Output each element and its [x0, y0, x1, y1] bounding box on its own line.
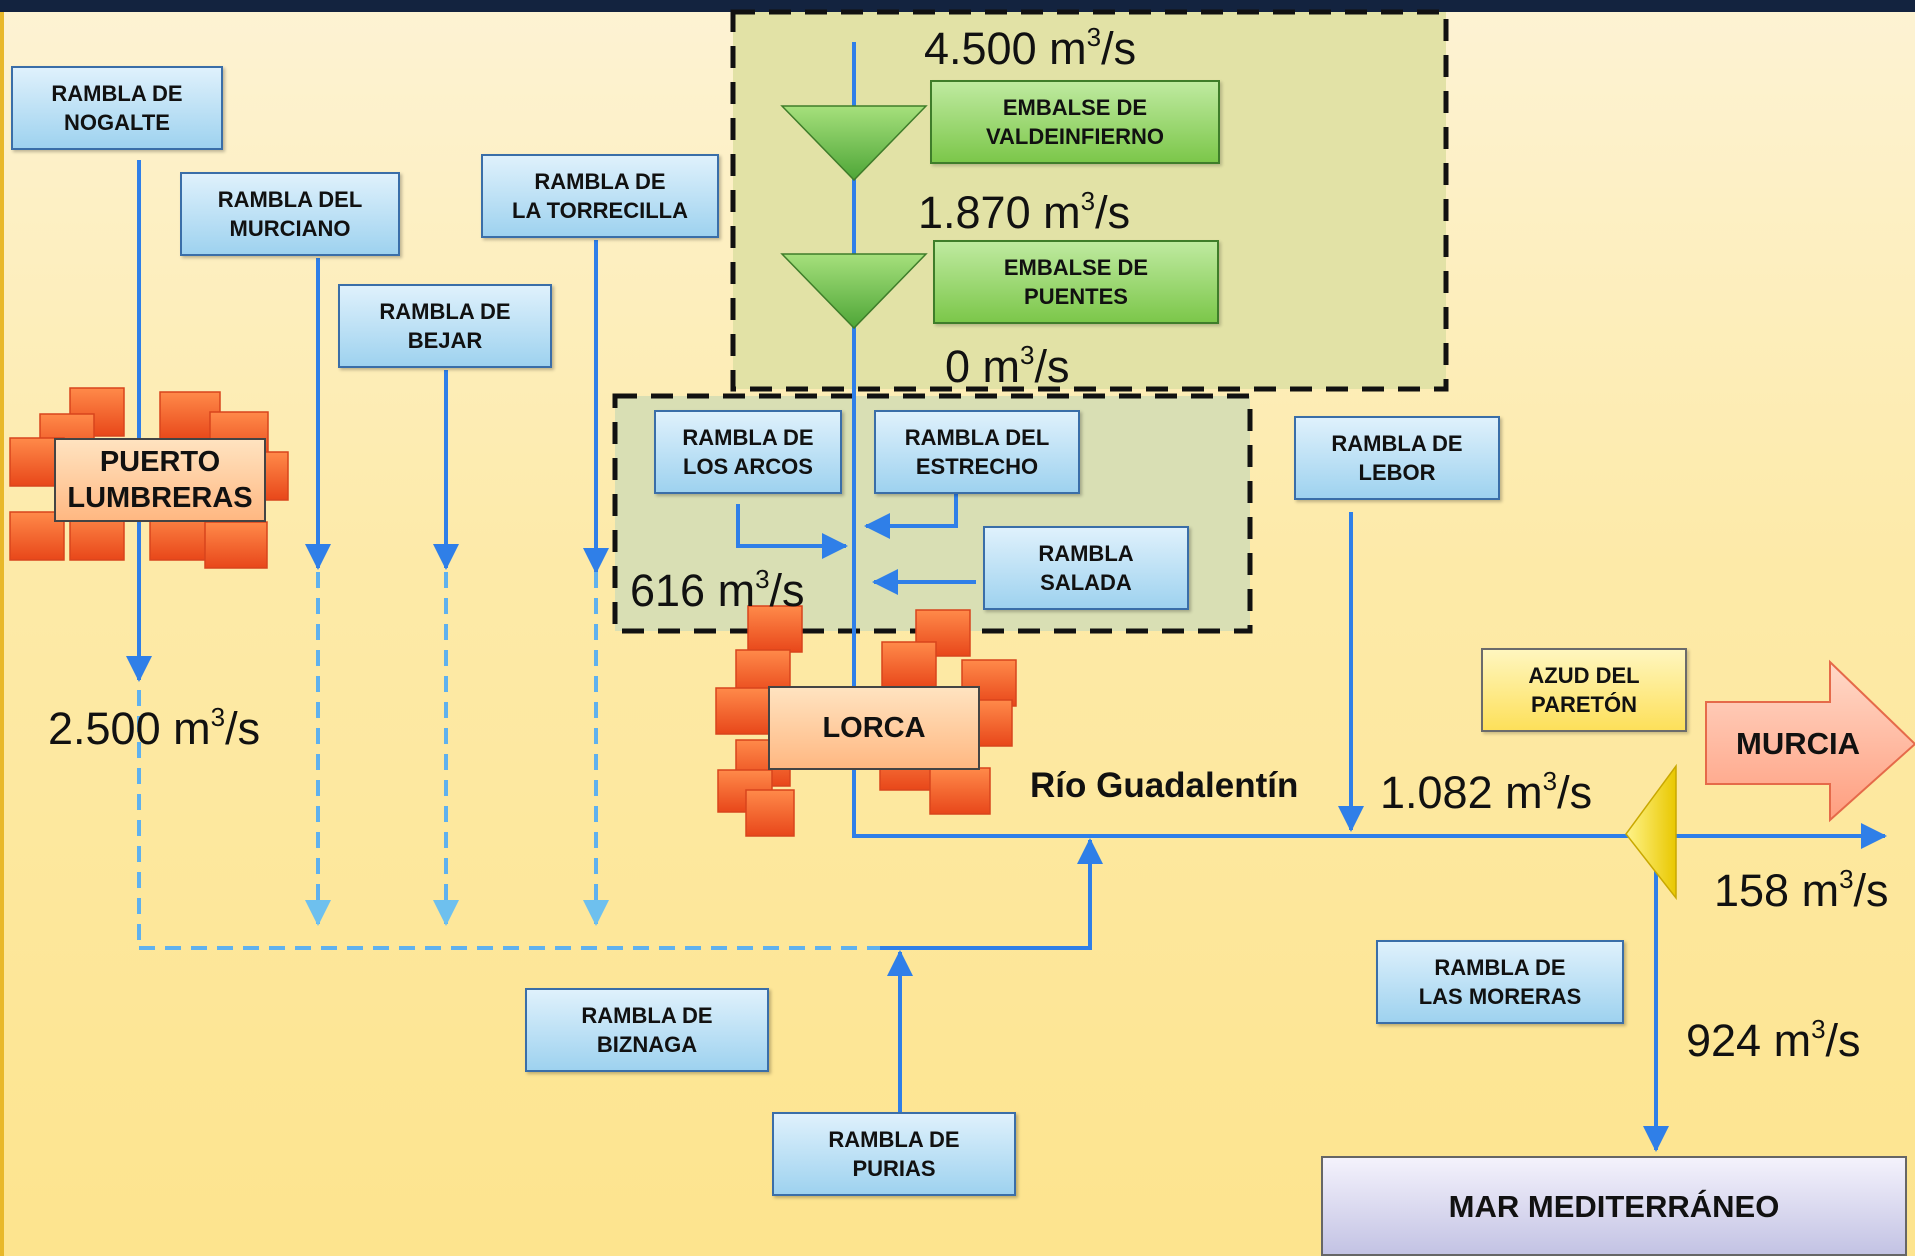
embalse-puentes-box: EMBALSE DE PUENTES [933, 240, 1219, 324]
murcia-label: MURCIA [1736, 726, 1860, 761]
rambla-lebor-box: RAMBLA DE LEBOR [1294, 416, 1500, 500]
azud-pareton-box: AZUD DEL PARETÓN [1481, 648, 1687, 732]
rambla-nogalte-box: RAMBLA DE NOGALTE [11, 66, 223, 150]
puerto-lumbreras-label: PUERTO LUMBRERAS [54, 438, 266, 522]
dashed-network [137, 572, 900, 950]
rambla-murciano-box: RAMBLA DEL MURCIANO [180, 172, 400, 256]
azud-weir-symbol [1625, 763, 1677, 901]
murcia-arrow-shape [1705, 659, 1915, 823]
rambla-estrecho-box: RAMBLA DEL ESTRECHO [874, 410, 1080, 494]
rambla-purias-box: RAMBLA DE PURIAS [772, 1112, 1016, 1196]
puentes-dam-symbol [780, 253, 928, 330]
flow-lorca-area: 616 m3/s [630, 564, 805, 616]
flow-nogalte: 2.500 m3/s [48, 702, 261, 754]
reservoir-zone [730, 9, 1449, 392]
flow-valdeinfierno-inflow: 4.500 m3/s [924, 22, 1137, 74]
lorca-tiles [715, 605, 1017, 837]
estrecho-line [864, 494, 958, 539]
flow-pareton-outflow: 158 m3/s [1714, 864, 1889, 916]
rambla-bejar-box: RAMBLA DE BEJAR [338, 284, 552, 368]
flow-after-valdeinfierno: 1.870 m3/s [918, 186, 1131, 238]
flow-lebor-junction: 1.082 m3/s [1380, 766, 1593, 818]
rio-guadalentin-label: Río Guadalentín [1030, 766, 1299, 805]
rambla-torrecilla-box: RAMBLA DE LA TORRECILLA [481, 154, 719, 238]
valdeinfierno-dam-symbol [780, 105, 928, 182]
rambla-arcos-box: RAMBLA DE LOS ARCOS [654, 410, 842, 494]
rambla-moreras-box: RAMBLA DE LAS MORERAS [1376, 940, 1624, 1024]
top-bar [0, 0, 1915, 12]
mar-mediterraneo-box: MAR MEDITERRÁNEO [1321, 1156, 1907, 1256]
flow-after-puentes: 0 m3/s [945, 340, 1070, 392]
flow-moreras: 924 m3/s [1686, 1014, 1861, 1066]
rambla-salada-box: RAMBLA SALADA [983, 526, 1189, 610]
biznaga-to-river-line [880, 838, 1103, 950]
left-edge-bar [0, 12, 4, 1256]
embalse-valdeinfierno-box: EMBALSE DE VALDEINFIERNO [930, 80, 1220, 164]
lorca-label: LORCA [768, 686, 980, 770]
rambla-biznaga-box: RAMBLA DE BIZNAGA [525, 988, 769, 1072]
arcos-line [736, 504, 848, 559]
